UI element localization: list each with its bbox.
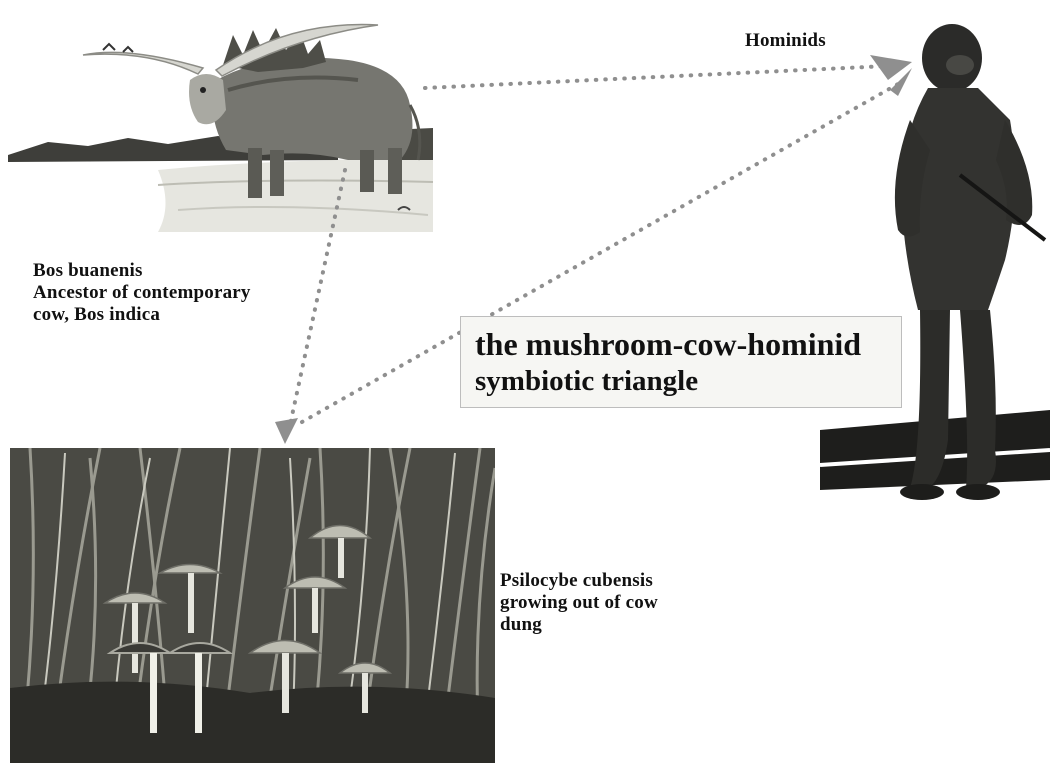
hominids-label: Hominids — [745, 30, 826, 52]
hominids-label-text: Hominids — [745, 30, 826, 52]
psilocybe-label-line-2: growing out of cow — [500, 592, 658, 614]
bos-label-line-3: cow, Bos indica — [33, 304, 251, 326]
bos-buanenis-label: Bos buanenis Ancestor of contemporary co… — [33, 260, 251, 326]
bos-label-line-1: Bos buanenis — [33, 260, 251, 282]
title-box: the mushroom-cow-hominid symbiotic trian… — [460, 316, 902, 408]
psilocybe-label: Psilocybe cubensis growing out of cow du… — [500, 570, 658, 636]
title-line-2: symbiotic triangle — [475, 363, 901, 399]
arrowhead-mushrooms — [275, 418, 298, 444]
bos-label-line-2: Ancestor of contemporary — [33, 282, 251, 304]
title-line-1: the mushroom-cow-hominid — [475, 325, 901, 363]
arrow-cow-to-hominids — [425, 66, 888, 88]
psilocybe-label-line-1: Psilocybe cubensis — [500, 570, 658, 592]
arrow-cow-to-mushrooms — [290, 170, 345, 425]
psilocybe-label-line-3: dung — [500, 614, 658, 636]
